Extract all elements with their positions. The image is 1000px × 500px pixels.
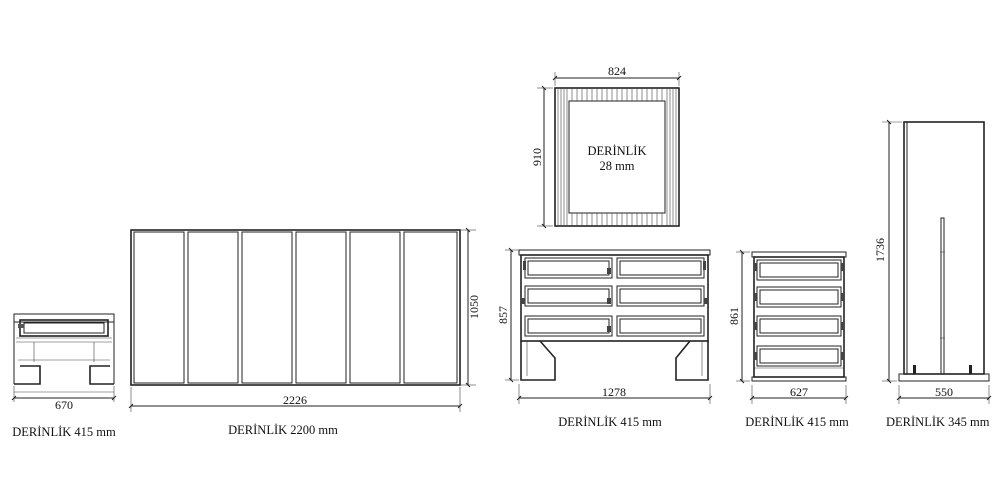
mirror-depth-text: DERİNLİK (587, 144, 646, 158)
wardrobe-depth-caption: DERİNLİK 345 mm (886, 415, 990, 429)
headboard-width-label: 2226 (283, 393, 307, 407)
nightstand-depth-caption: DERİNLİK 415 mm (12, 425, 116, 439)
nightstand-width-label: 670 (55, 398, 73, 412)
chest-height-label: 861 (727, 307, 741, 325)
chest-drawing (736, 249, 849, 404)
wardrobe-width-label: 550 (935, 385, 953, 399)
headboard-depth-caption: DERİNLİK 2200 mm (228, 423, 338, 437)
wardrobe-height-label: 1736 (873, 238, 887, 262)
dresser-depth-caption: DERİNLİK 415 mm (558, 415, 662, 429)
mirror-width-label: 824 (608, 64, 626, 78)
mirror-height-label: 910 (530, 148, 544, 166)
dresser-drawing (505, 247, 713, 404)
chest-width-label: 627 (790, 385, 808, 399)
wardrobe-drawing (882, 119, 992, 404)
mirror-depth-value: 28 mm (599, 159, 634, 173)
headboard-height-label: 1050 (467, 295, 481, 319)
chest-depth-caption: DERİNLİK 415 mm (745, 415, 849, 429)
dresser-width-label: 1278 (602, 385, 626, 399)
mirror-drawing (537, 72, 682, 229)
dresser-height-label: 857 (496, 306, 510, 324)
headboard-drawing (128, 227, 476, 412)
nightstand-drawing (11, 313, 117, 402)
